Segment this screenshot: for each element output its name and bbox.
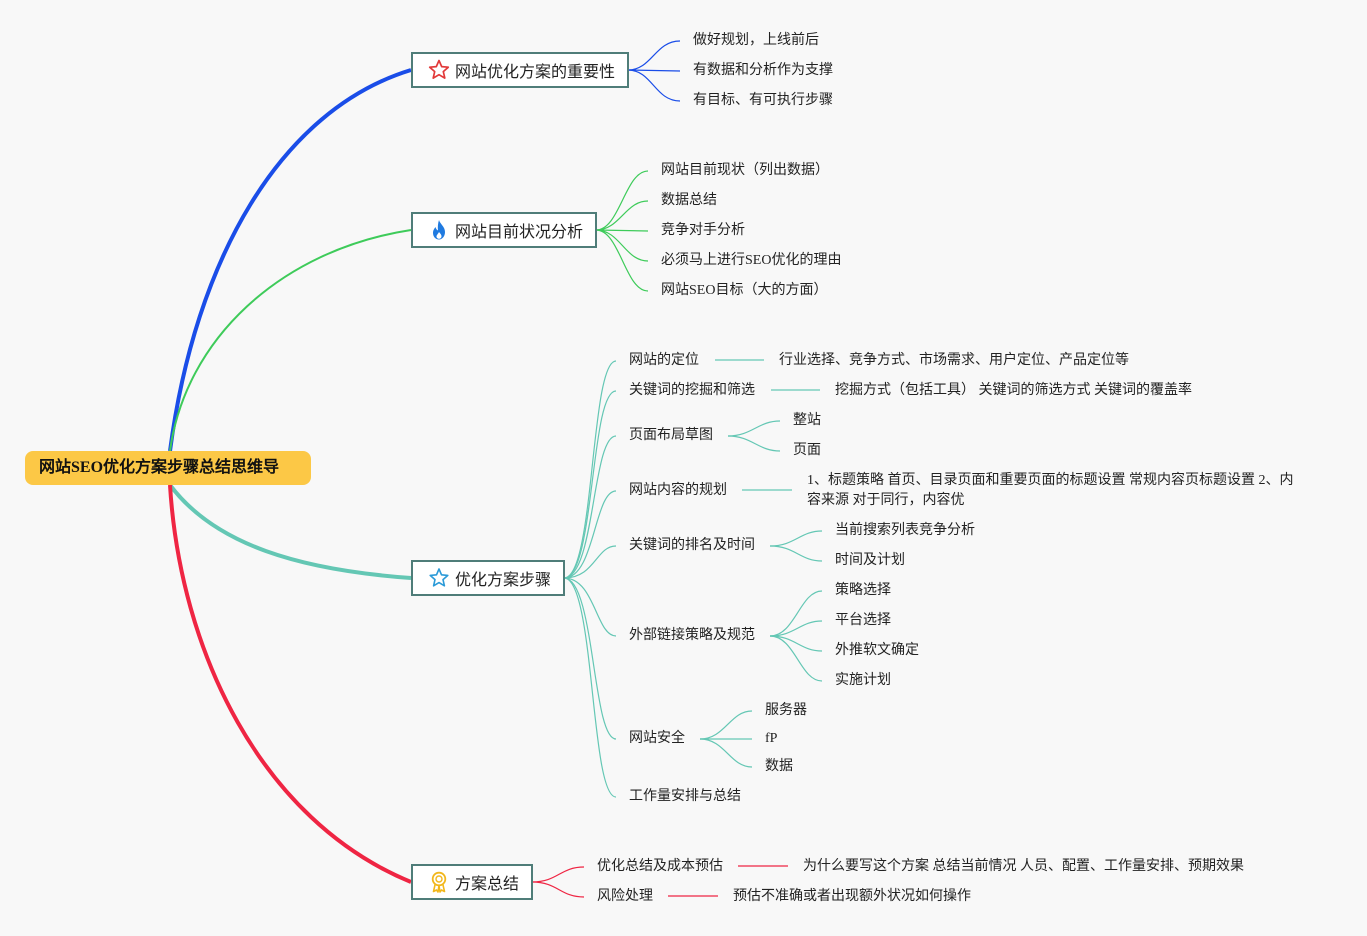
list-item[interactable]: 做好规划，上线前后 xyxy=(693,33,819,48)
branch-summary[interactable]: 方案总结 xyxy=(411,864,533,900)
star-outline-icon xyxy=(427,566,451,590)
root-topic[interactable]: 网站SEO优化方案步骤总结思维导 xyxy=(25,451,311,485)
branch-importance[interactable]: 网站优化方案的重要性 xyxy=(411,52,629,88)
list-item[interactable]: 实施计划 xyxy=(835,673,891,688)
star-icon xyxy=(427,58,451,82)
branch-status-analysis[interactable]: 网站目前状况分析 xyxy=(411,212,597,248)
list-item[interactable]: 1、标题策略 首页、目录页面和重要页面的标题设置 常规内容页标题设置 2、内容来… xyxy=(807,473,1294,508)
list-item[interactable]: 整站 xyxy=(793,413,821,428)
list-item[interactable]: 有数据和分析作为支撑 xyxy=(693,63,833,78)
sub-topic-content[interactable]: 网站内容的规划 xyxy=(629,483,727,498)
flame-icon xyxy=(427,218,451,242)
link-root-branch-1 xyxy=(168,68,412,452)
sub-topic-risk[interactable]: 风险处理 xyxy=(597,889,653,904)
list-item[interactable]: 竞争对手分析 xyxy=(661,223,745,238)
list-item[interactable]: 时间及计划 xyxy=(835,553,905,568)
list-item[interactable]: 网站目前现状（列出数据） xyxy=(661,163,829,178)
list-item[interactable]: 外推软文确定 xyxy=(835,643,919,658)
sub-topic-layout[interactable]: 页面布局草图 xyxy=(629,428,713,443)
branch-label: 优化方案步骤 xyxy=(455,572,552,589)
sub-topic-keywords[interactable]: 关键词的挖掘和筛选 xyxy=(629,383,755,398)
branch-label: 网站优化方案的重要性 xyxy=(455,64,616,81)
links-branch-1 xyxy=(627,40,681,102)
sub-topic-external-links[interactable]: 外部链接策略及规范 xyxy=(629,628,755,643)
link-root-branch-4 xyxy=(168,484,412,884)
medal-icon xyxy=(427,870,451,894)
list-item[interactable]: 网站SEO目标（大的方面） xyxy=(661,283,828,298)
list-item[interactable]: 预估不准确或者出现额外状况如何操作 xyxy=(733,889,971,904)
sub-topic-security[interactable]: 网站安全 xyxy=(629,731,685,746)
list-item[interactable]: 数据 xyxy=(765,759,793,774)
branch-label: 方案总结 xyxy=(455,876,520,893)
list-item[interactable]: 页面 xyxy=(793,443,821,458)
sub-topic-positioning[interactable]: 网站的定位 xyxy=(629,353,699,368)
list-item[interactable]: 有目标、有可执行步骤 xyxy=(693,93,833,108)
list-item[interactable]: 行业选择、竞争方式、市场需求、用户定位、产品定位等 xyxy=(779,353,1129,368)
links-branch-3 xyxy=(563,359,823,798)
list-item[interactable]: 策略选择 xyxy=(835,583,891,598)
links-branch-4 xyxy=(531,865,788,898)
link-root-branch-3 xyxy=(168,483,412,580)
list-item[interactable]: fP xyxy=(765,731,778,746)
list-item[interactable]: 必须马上进行SEO优化的理由 xyxy=(661,253,842,268)
links-branch-2 xyxy=(595,170,649,292)
branch-optimization-steps[interactable]: 优化方案步骤 xyxy=(411,560,565,596)
list-item[interactable]: 挖掘方式（包括工具） 关键词的筛选方式 关键词的覆盖率 xyxy=(835,383,1192,398)
list-item[interactable]: 平台选择 xyxy=(835,613,891,628)
list-item[interactable]: 数据总结 xyxy=(661,193,717,208)
sub-topic-cost-estimate[interactable]: 优化总结及成本预估 xyxy=(597,859,723,874)
link-root-branch-2 xyxy=(169,229,412,452)
list-item[interactable]: 服务器 xyxy=(765,703,807,718)
branch-label: 网站目前状况分析 xyxy=(455,224,584,241)
list-item[interactable]: 当前搜索列表竞争分析 xyxy=(835,523,975,538)
sub-topic-ranking[interactable]: 关键词的排名及时间 xyxy=(629,538,755,553)
sub-topic-workload[interactable]: 工作量安排与总结 xyxy=(629,789,741,804)
list-item[interactable]: 为什么要写这个方案 总结当前情况 人员、配置、工作量安排、预期效果 xyxy=(803,859,1244,874)
